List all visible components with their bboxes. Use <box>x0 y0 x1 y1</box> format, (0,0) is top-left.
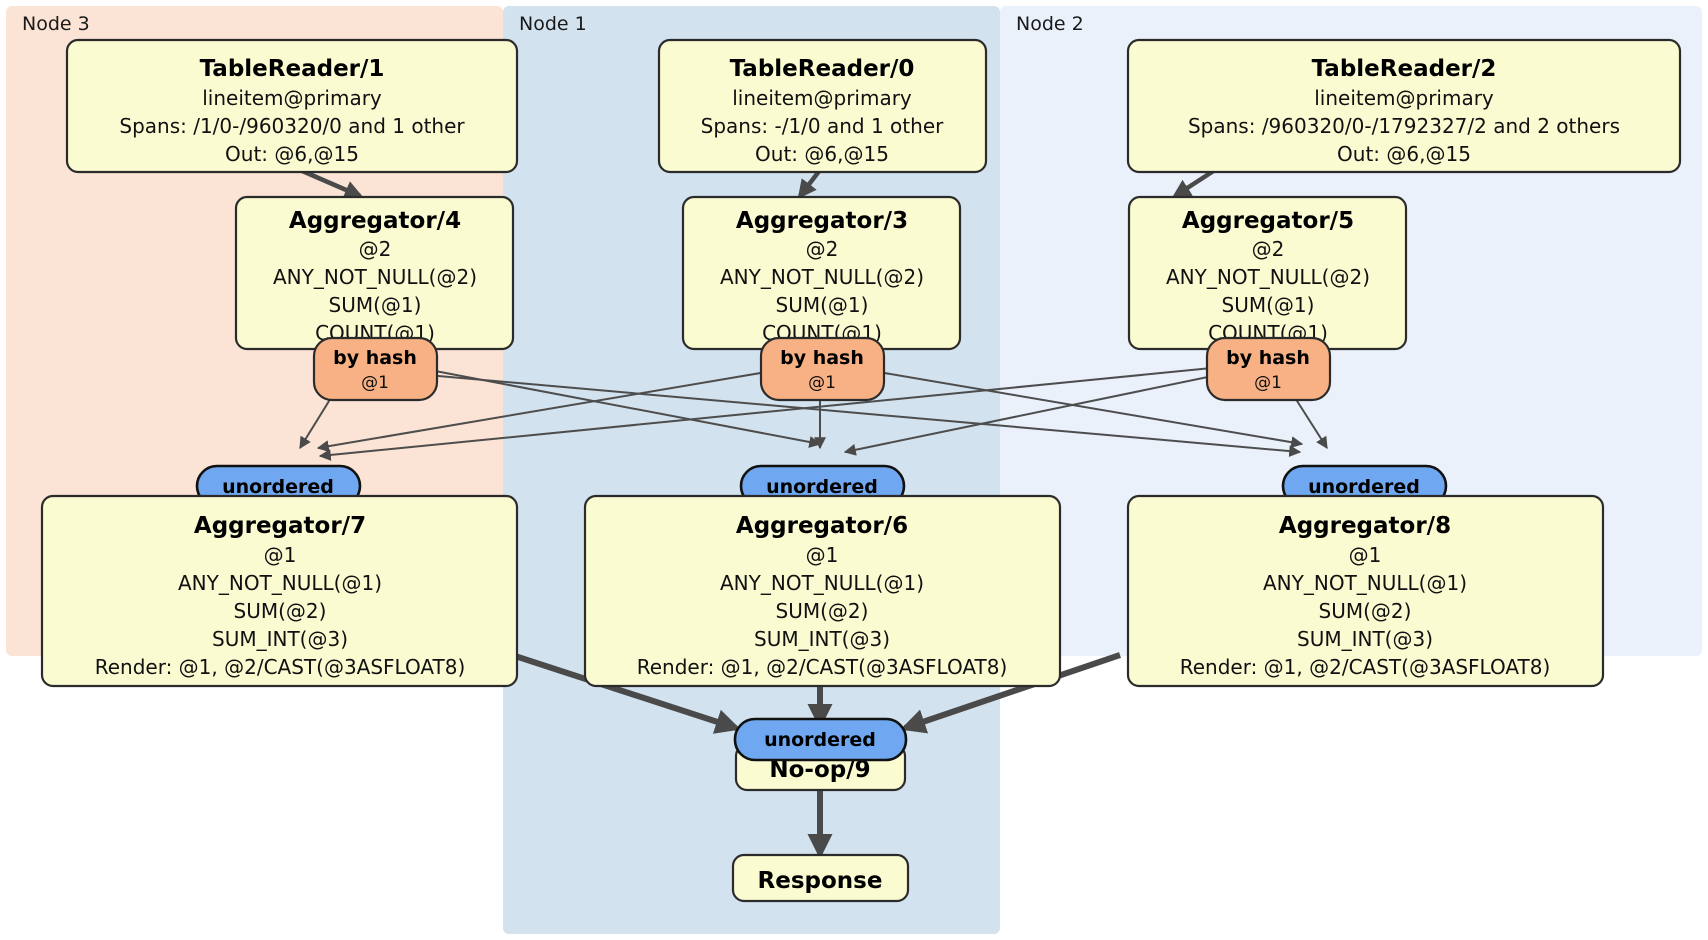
router-by-hash-right-title: by hash <box>1226 347 1310 369</box>
box-line-aggregator-3-0: @2 <box>806 237 839 261</box>
box-title-response: Response <box>758 868 883 894</box>
box-line-aggregator-5-1: ANY_NOT_NULL(@2) <box>1166 265 1370 289</box>
box-line-aggregator-6-3: SUM_INT(@3) <box>754 627 890 651</box>
box-line-aggregator-3-1: ANY_NOT_NULL(@2) <box>720 265 924 289</box>
box-line-aggregator-8-2: SUM(@2) <box>1319 599 1412 623</box>
box-line-aggregator-3-2: SUM(@1) <box>776 293 869 317</box>
box-line-aggregator-5-2: SUM(@1) <box>1222 293 1315 317</box>
edge-aggregator7-to-unordered-final <box>511 652 741 734</box>
box-aggregator-6[interactable]: Aggregator/6 @1 ANY_NOT_NULL(@1) SUM(@2)… <box>583 494 1062 688</box>
edge-aggregator8-to-unordered-final <box>900 652 1121 734</box>
edge-tablereader1-aggregator4 <box>299 167 364 199</box>
sync-unordered-final[interactable]: unordered <box>733 717 908 762</box>
box-title-aggregator-3: Aggregator/3 <box>736 208 908 234</box>
box-line-aggregator-7-4: Render: @1, @2/CAST(@3ASFLOAT8) <box>95 655 466 679</box>
box-line-table-reader-0-0: lineitem@primary <box>732 86 912 110</box>
edge-byhash-left-to-unordered-mid <box>392 362 822 448</box>
node-panel-label-node2: Node 2 <box>1016 13 1084 35</box>
box-line-table-reader-0-2: Out: @6,@15 <box>755 142 889 166</box>
box-title-aggregator-5: Aggregator/5 <box>1182 208 1354 234</box>
sync-unordered-right-title: unordered <box>1308 476 1420 498</box>
edge-byhash-right-to-unordered-left <box>318 365 1233 461</box>
box-line-table-reader-2-0: lineitem@primary <box>1314 86 1494 110</box>
box-line-aggregator-5-0: @2 <box>1252 237 1285 261</box>
box-line-aggregator-4-2: SUM(@1) <box>329 293 422 317</box>
box-title-aggregator-4: Aggregator/4 <box>289 208 461 234</box>
sync-unordered-final-title: unordered <box>764 729 876 751</box>
box-table-reader-2[interactable]: TableReader/2 lineitem@primary Spans: /9… <box>1126 38 1682 174</box>
router-by-hash-mid[interactable]: by hash @1 <box>759 336 886 402</box>
box-line-table-reader-2-2: Out: @6,@15 <box>1337 142 1471 166</box>
edge-tablereader2-aggregator5 <box>1171 168 1217 199</box>
edge-byhash-right-to-unordered-mid <box>843 371 1233 456</box>
box-line-aggregator-7-3: SUM_INT(@3) <box>212 627 348 651</box>
router-by-hash-mid-sub: @1 <box>808 373 836 393</box>
edge-tablereader0-aggregator3 <box>797 168 822 199</box>
box-table-reader-0[interactable]: TableReader/0 lineitem@primary Spans: -/… <box>657 38 988 174</box>
box-aggregator-8[interactable]: Aggregator/8 @1 ANY_NOT_NULL(@1) SUM(@2)… <box>1126 494 1605 688</box>
box-line-aggregator-7-1: ANY_NOT_NULL(@1) <box>178 571 382 595</box>
box-aggregator-7[interactable]: Aggregator/7 @1 ANY_NOT_NULL(@1) SUM(@2)… <box>40 494 519 688</box>
box-line-aggregator-8-0: @1 <box>1349 543 1382 567</box>
router-by-hash-right-sub: @1 <box>1254 373 1282 393</box>
box-title-aggregator-6: Aggregator/6 <box>736 513 908 539</box>
box-line-table-reader-0-1: Spans: -/1/0 and 1 other <box>701 114 944 138</box>
node-panel-label-node3: Node 3 <box>22 13 90 35</box>
box-line-aggregator-4-1: ANY_NOT_NULL(@2) <box>273 265 477 289</box>
box-title-table-reader-1: TableReader/1 <box>200 56 385 82</box>
edge-byhash-left-to-unordered-right <box>392 371 1302 458</box>
node-panel-label-node1: Node 1 <box>519 13 587 35</box>
box-title-noop-9: No-op/9 <box>769 757 870 783</box>
box-title-aggregator-8: Aggregator/8 <box>1279 513 1451 539</box>
box-line-table-reader-1-1: Spans: /1/0-/960320/0 and 1 other <box>119 114 465 138</box>
box-line-aggregator-6-0: @1 <box>806 543 839 567</box>
box-title-table-reader-0: TableReader/0 <box>730 56 915 82</box>
box-title-table-reader-2: TableReader/2 <box>1312 56 1497 82</box>
box-line-aggregator-6-2: SUM(@2) <box>776 599 869 623</box>
router-by-hash-left[interactable]: by hash @1 <box>312 336 439 402</box>
box-title-aggregator-7: Aggregator/7 <box>194 513 366 539</box>
box-line-table-reader-1-2: Out: @6,@15 <box>225 142 359 166</box>
box-line-table-reader-2-1: Spans: /960320/0-/1792327/2 and 2 others <box>1188 114 1620 138</box>
router-by-hash-mid-title: by hash <box>780 347 864 369</box>
sync-unordered-mid-title: unordered <box>766 476 878 498</box>
box-table-reader-1[interactable]: TableReader/1 lineitem@primary Spans: /1… <box>65 38 519 174</box>
router-by-hash-left-title: by hash <box>333 347 417 369</box>
box-line-table-reader-1-0: lineitem@primary <box>202 86 382 110</box>
box-line-aggregator-8-1: ANY_NOT_NULL(@1) <box>1263 571 1467 595</box>
box-line-aggregator-4-0: @2 <box>359 237 392 261</box>
box-response[interactable]: Response <box>731 853 910 903</box>
router-by-hash-left-sub: @1 <box>361 373 389 393</box>
sync-unordered-left-title: unordered <box>222 476 334 498</box>
box-line-aggregator-6-1: ANY_NOT_NULL(@1) <box>720 571 924 595</box>
box-aggregator-5[interactable]: Aggregator/5 @2 ANY_NOT_NULL(@2) SUM(@1)… <box>1127 195 1408 351</box>
box-line-aggregator-8-3: SUM_INT(@3) <box>1297 627 1433 651</box>
box-aggregator-4[interactable]: Aggregator/4 @2 ANY_NOT_NULL(@2) SUM(@1)… <box>234 195 515 351</box>
box-line-aggregator-7-2: SUM(@2) <box>234 599 327 623</box>
box-line-aggregator-8-4: Render: @1, @2/CAST(@3ASFLOAT8) <box>1180 655 1551 679</box>
edge-byhash-mid-to-unordered-right <box>854 367 1304 449</box>
router-by-hash-right[interactable]: by hash @1 <box>1205 336 1332 402</box>
box-line-aggregator-7-0: @1 <box>264 543 297 567</box>
edge-byhash-mid-to-unordered-left <box>316 367 791 453</box>
box-aggregator-3[interactable]: Aggregator/3 @2 ANY_NOT_NULL(@2) SUM(@1)… <box>681 195 962 351</box>
box-line-aggregator-6-4: Render: @1, @2/CAST(@3ASFLOAT8) <box>637 655 1008 679</box>
